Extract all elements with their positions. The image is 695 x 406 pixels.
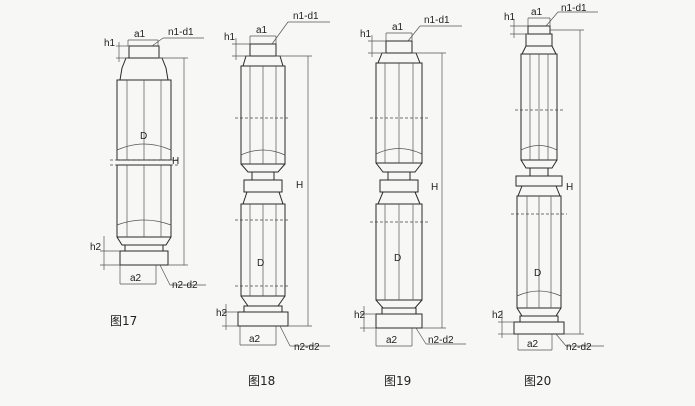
base-flange xyxy=(237,311,289,327)
label-a1: a1 xyxy=(256,25,268,36)
label-a2: a2 xyxy=(527,339,539,350)
upper-shoulder xyxy=(119,57,169,81)
label-a1: a1 xyxy=(392,22,404,33)
label-n2-d2: n2-d2 xyxy=(172,280,198,291)
label-n1-d1: n1-d1 xyxy=(293,11,319,22)
base-flange xyxy=(513,321,565,335)
label-n1-d1: n1-d1 xyxy=(168,27,194,38)
label-n2-d2: n2-d2 xyxy=(566,342,592,353)
label-D: D xyxy=(140,131,147,142)
caption-figure-19: 图19 xyxy=(384,374,411,388)
label-D: D xyxy=(394,253,401,264)
label-a2: a2 xyxy=(130,273,142,284)
label-D: D xyxy=(534,268,541,279)
top-flange xyxy=(525,33,553,47)
label-H: H xyxy=(566,182,573,193)
figure-19: D a1 n1-d1 h1 H h2 a2 n2-d2 图19 xyxy=(354,15,466,388)
label-H: H xyxy=(172,156,179,167)
base-flange xyxy=(119,250,169,266)
label-a1: a1 xyxy=(531,7,543,18)
label-h2: h2 xyxy=(354,310,366,321)
label-a2: a2 xyxy=(249,334,261,345)
label-D: D xyxy=(257,258,264,269)
caption-figure-17: 图17 xyxy=(110,314,137,328)
middle-flange xyxy=(379,179,419,193)
label-h1: h1 xyxy=(104,38,116,49)
top-flange xyxy=(249,43,277,57)
middle-flange xyxy=(243,179,283,193)
top-flange xyxy=(128,45,160,59)
top-cap xyxy=(527,25,551,35)
figure-18: D a1 n1-d1 h1 H h2 a2 n2-d2 图18 xyxy=(216,11,330,388)
label-n2-d2: n2-d2 xyxy=(294,342,320,353)
label-H: H xyxy=(431,182,438,193)
label-h1: h1 xyxy=(224,32,236,43)
caption-figure-18: 图18 xyxy=(248,374,275,388)
label-h2: h2 xyxy=(492,310,504,321)
lower-shoulder xyxy=(116,236,172,246)
caption-figure-20: 图20 xyxy=(524,374,551,388)
figure-20: D a1 n1-d1 h1 H h2 a2 n2-d2 图20 xyxy=(492,3,604,388)
label-n1-d1: n1-d1 xyxy=(424,15,450,26)
label-n2-d2: n2-d2 xyxy=(428,335,454,346)
label-H: H xyxy=(296,180,303,191)
middle-flange xyxy=(515,175,563,187)
figure-17: D a1 n1-d1 h1 H h2 a2 n2-d2 图17 xyxy=(90,27,206,328)
label-a2: a2 xyxy=(386,335,398,346)
label-h1: h1 xyxy=(504,12,516,23)
label-h2: h2 xyxy=(216,308,228,319)
base-flange xyxy=(375,313,423,329)
label-h2: h2 xyxy=(90,242,102,253)
label-n1-d1: n1-d1 xyxy=(561,3,587,14)
label-a1: a1 xyxy=(134,29,146,40)
label-h1: h1 xyxy=(360,29,372,40)
top-flange xyxy=(385,40,413,54)
